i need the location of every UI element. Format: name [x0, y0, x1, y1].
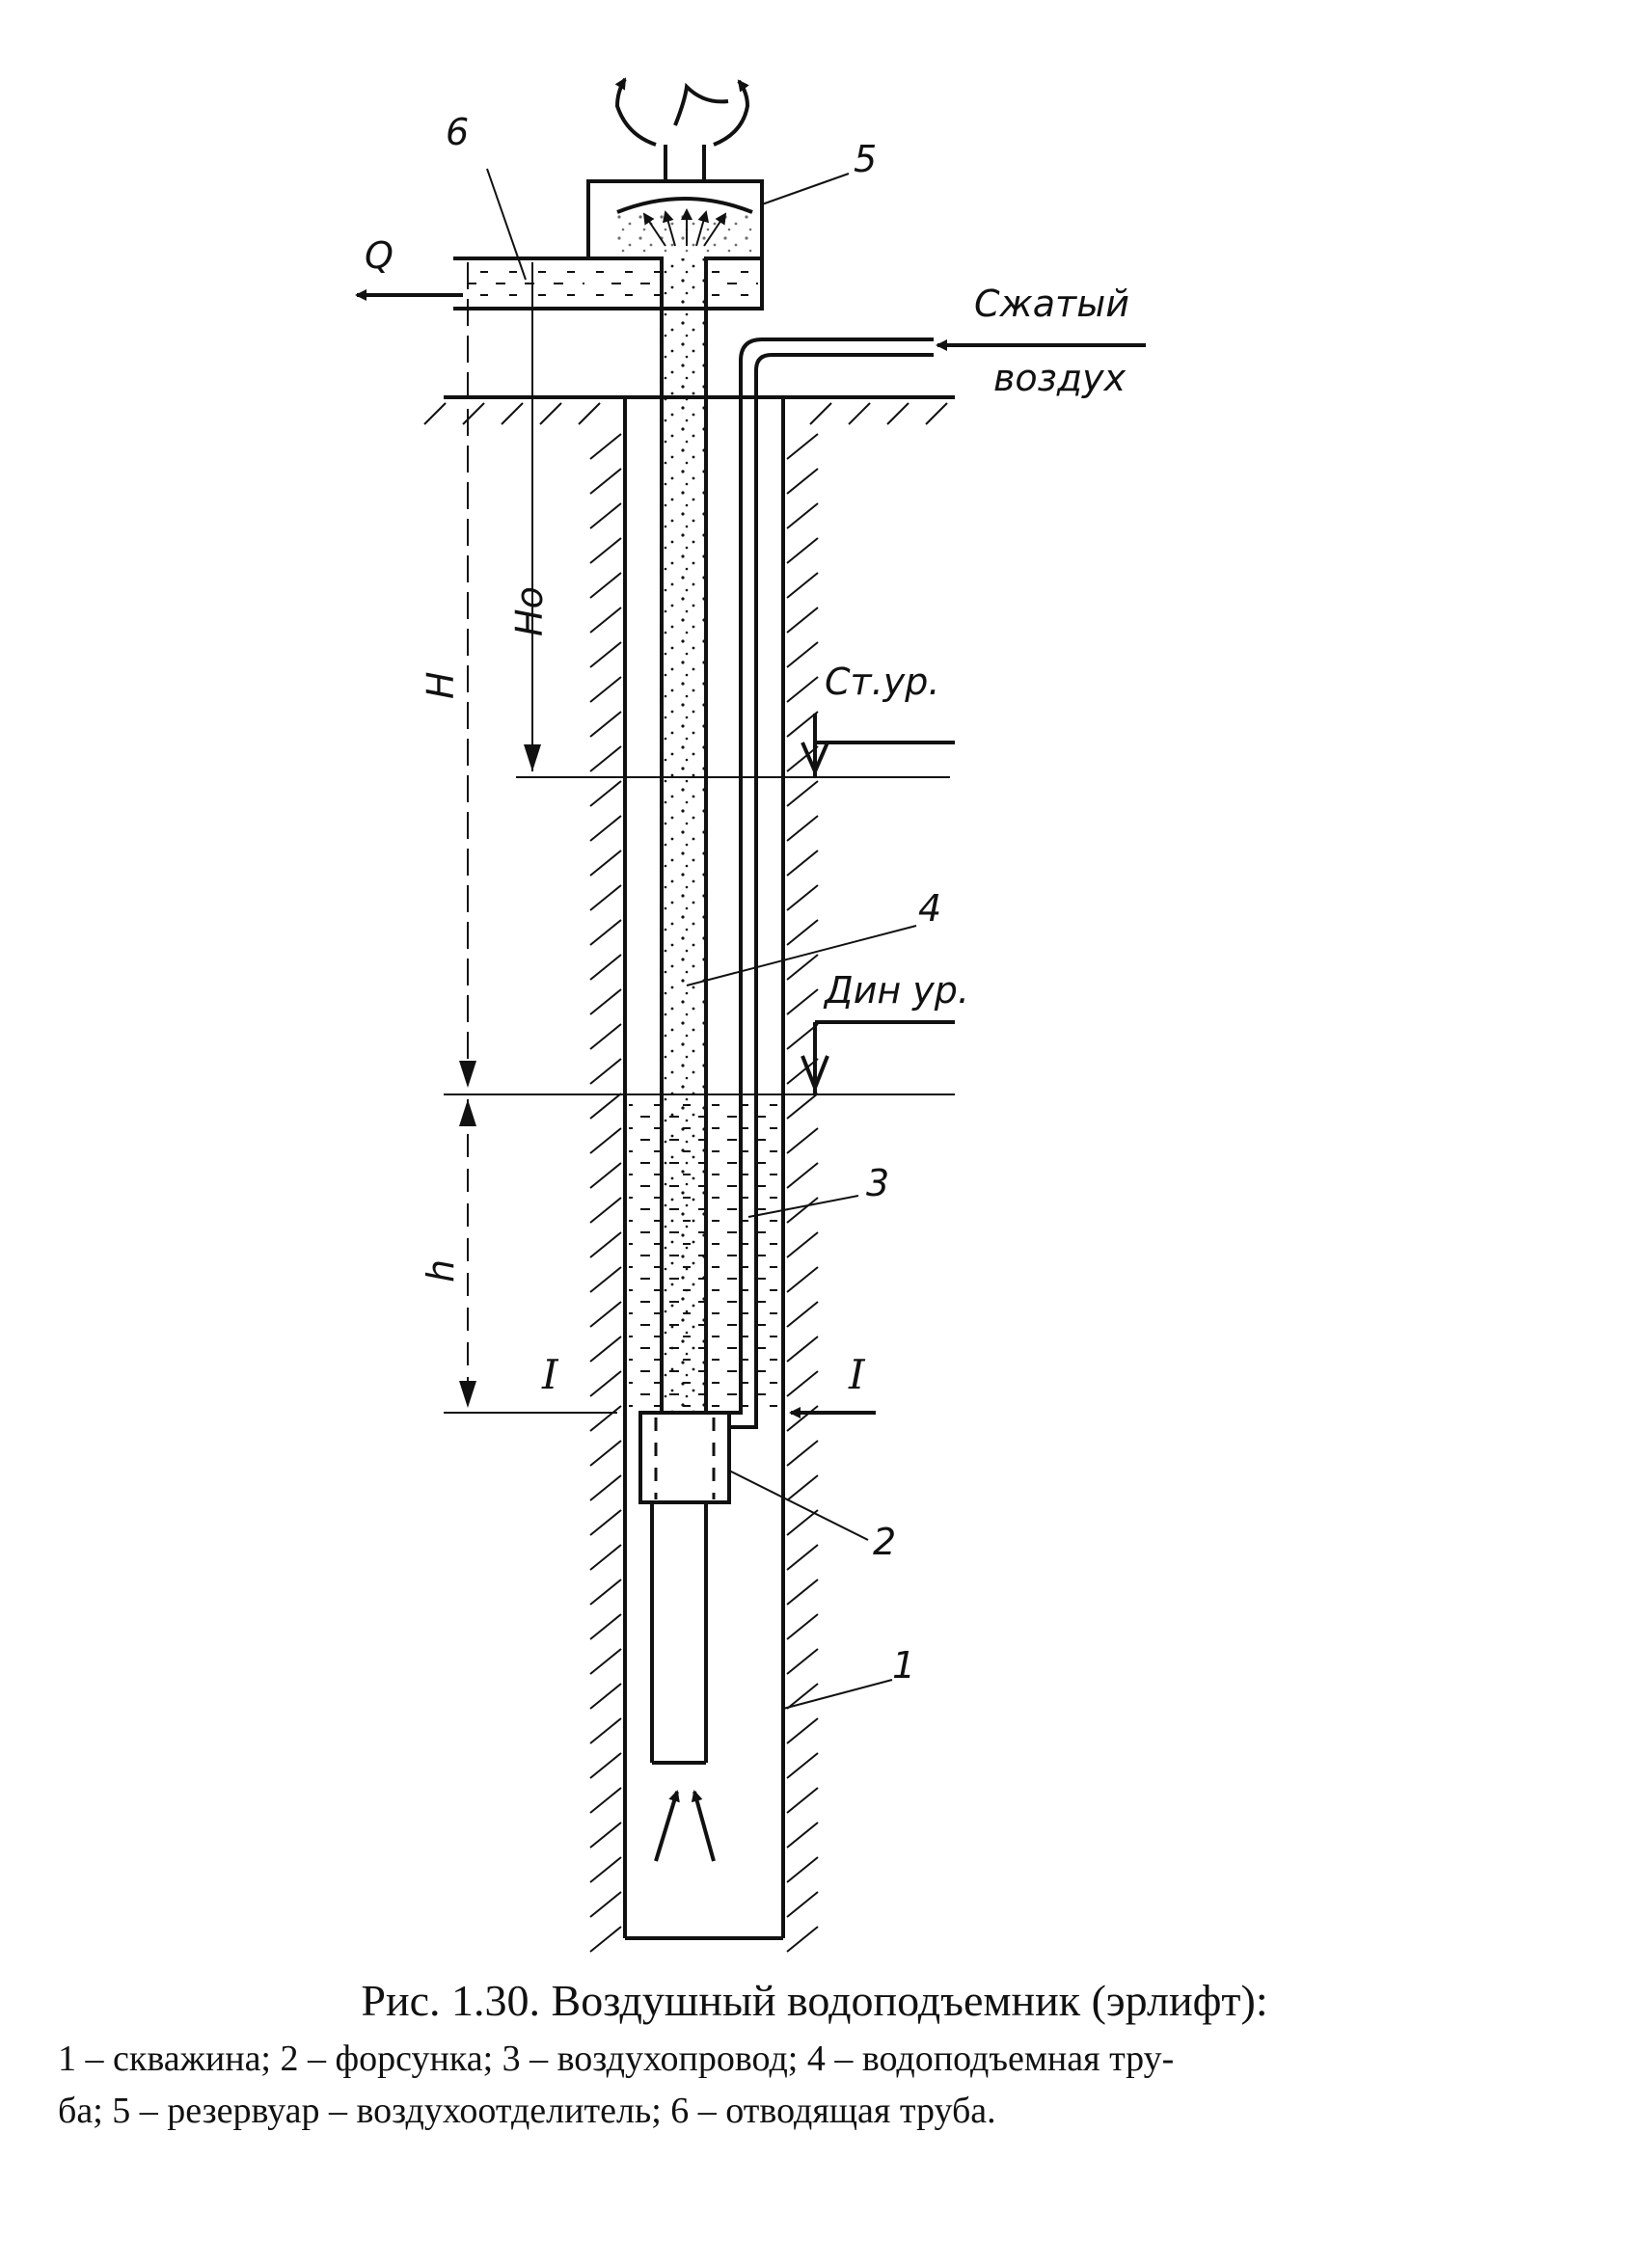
- label-compressed-air-2: воздух: [993, 357, 1127, 399]
- nozzle: [638, 1411, 731, 1504]
- label-section-right: I: [848, 1351, 866, 1398]
- legend-line-2: ба; 5 – резервуар – воздухоотделитель; 6…: [58, 2091, 996, 2131]
- label-5: 5: [854, 138, 877, 180]
- figure-caption-legend: 1 – скважина; 2 – форсунка; 3 – воздухоп…: [0, 2033, 1629, 2137]
- label-q: Q: [365, 234, 394, 277]
- dimension-H: [444, 257, 502, 1088]
- dynamic-level-marker: [801, 1020, 955, 1094]
- air-pipe: [729, 338, 934, 1429]
- label-h0: Hо: [508, 586, 551, 636]
- dimension-h: [459, 1099, 476, 1408]
- label-h: h: [420, 1259, 462, 1282]
- air-separator-reservoir: [586, 145, 764, 310]
- legend-line-1: 1 – скважина; 2 – форсунка; 3 – воздухоп…: [58, 2038, 1175, 2079]
- label-static-level: Ст.ур.: [825, 661, 939, 703]
- inflow-arrows: [654, 1790, 716, 1862]
- leader-lines: [486, 168, 917, 1710]
- label-2: 2: [873, 1521, 896, 1563]
- label-6: 6: [446, 111, 469, 153]
- outlet-pipe: [355, 256, 588, 310]
- figure-caption-title: Рис. 1.30. Воздушный водоподъемник (эрли…: [361, 1976, 1268, 2025]
- label-3: 3: [866, 1162, 889, 1204]
- label-1: 1: [892, 1644, 915, 1687]
- label-section-left: I: [541, 1351, 559, 1398]
- label-compressed-air-1: Сжатый: [974, 283, 1129, 325]
- air-exhaust-arrows: [614, 77, 750, 147]
- dimension-H0: [524, 262, 541, 771]
- label-H: H: [420, 671, 462, 699]
- water-lift-pipe: [650, 258, 708, 1765]
- label-4: 4: [918, 887, 941, 930]
- well-casing: [589, 397, 819, 1953]
- static-level-marker: [801, 714, 955, 777]
- label-dynamic-level: Дин ур.: [823, 969, 969, 1012]
